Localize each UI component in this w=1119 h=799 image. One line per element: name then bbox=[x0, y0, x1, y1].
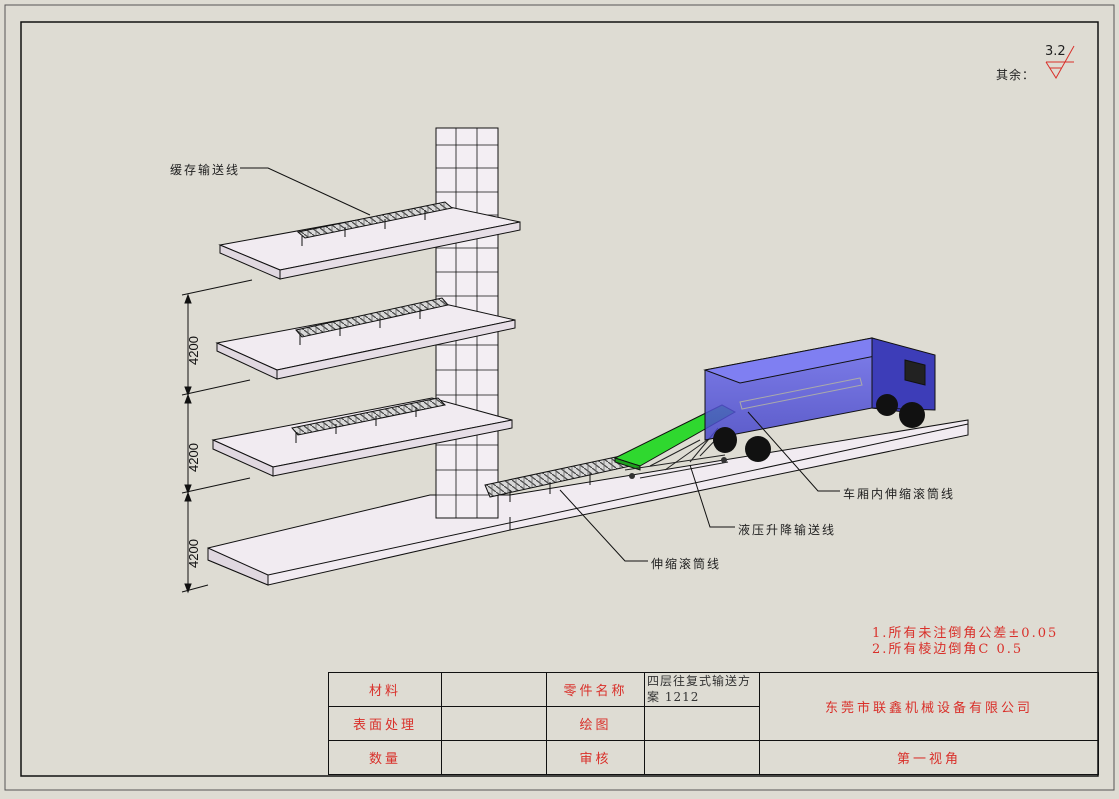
truck bbox=[703, 337, 936, 462]
part-name-label: 零件名称 bbox=[546, 672, 645, 707]
roughness-symbol bbox=[1045, 45, 1075, 79]
inner-frame bbox=[20, 21, 1099, 777]
note-2: 2.所有棱边倒角C 0.5 bbox=[872, 642, 1024, 657]
part-name-value: 四层往复式输送方案 1212 bbox=[644, 672, 760, 707]
surface-value bbox=[441, 706, 547, 741]
ground-platform bbox=[207, 419, 969, 586]
review-value bbox=[644, 740, 760, 775]
dimension-lines bbox=[181, 279, 253, 594]
shelf-level-3 bbox=[218, 201, 521, 280]
shelf-level-1 bbox=[211, 397, 513, 477]
note-1: 1.所有未注倒角公差±0.05 bbox=[872, 626, 1059, 641]
outer-frame bbox=[4, 4, 1115, 791]
title-block: 材料 零件名称 四层往复式输送方案 1212 东莞市联鑫机械设备有限公司 表面处… bbox=[328, 672, 1099, 775]
surface-label: 表面处理 bbox=[328, 706, 442, 741]
quantity-label: 数量 bbox=[328, 740, 442, 775]
shelf-level-2 bbox=[215, 297, 516, 380]
label-truck-roller: 车厢内伸缩滚筒线 bbox=[843, 487, 956, 501]
material-value bbox=[441, 672, 547, 707]
roughness-prefix: 其余： bbox=[996, 68, 1036, 82]
label-hydraulic-lift: 液压升降输送线 bbox=[738, 523, 837, 537]
roughness-value: 3.2 bbox=[1045, 44, 1066, 59]
label-buffer-conveyor: 缓存输送线 bbox=[170, 163, 241, 177]
dimension-level-2: 4200 bbox=[186, 443, 201, 472]
dimension-level-3: 4200 bbox=[186, 336, 201, 365]
leader-lines bbox=[240, 167, 840, 562]
material-label: 材料 bbox=[328, 672, 442, 707]
label-telescopic-roller: 伸缩滚筒线 bbox=[651, 557, 722, 571]
company-name: 东莞市联鑫机械设备有限公司 bbox=[759, 672, 1099, 741]
quantity-value bbox=[441, 740, 547, 775]
drawing-value bbox=[644, 706, 760, 741]
dimension-level-1: 4200 bbox=[186, 539, 201, 568]
projection: 第一视角 bbox=[759, 740, 1099, 775]
review-label: 审核 bbox=[546, 740, 645, 775]
drawing-label: 绘图 bbox=[546, 706, 645, 741]
